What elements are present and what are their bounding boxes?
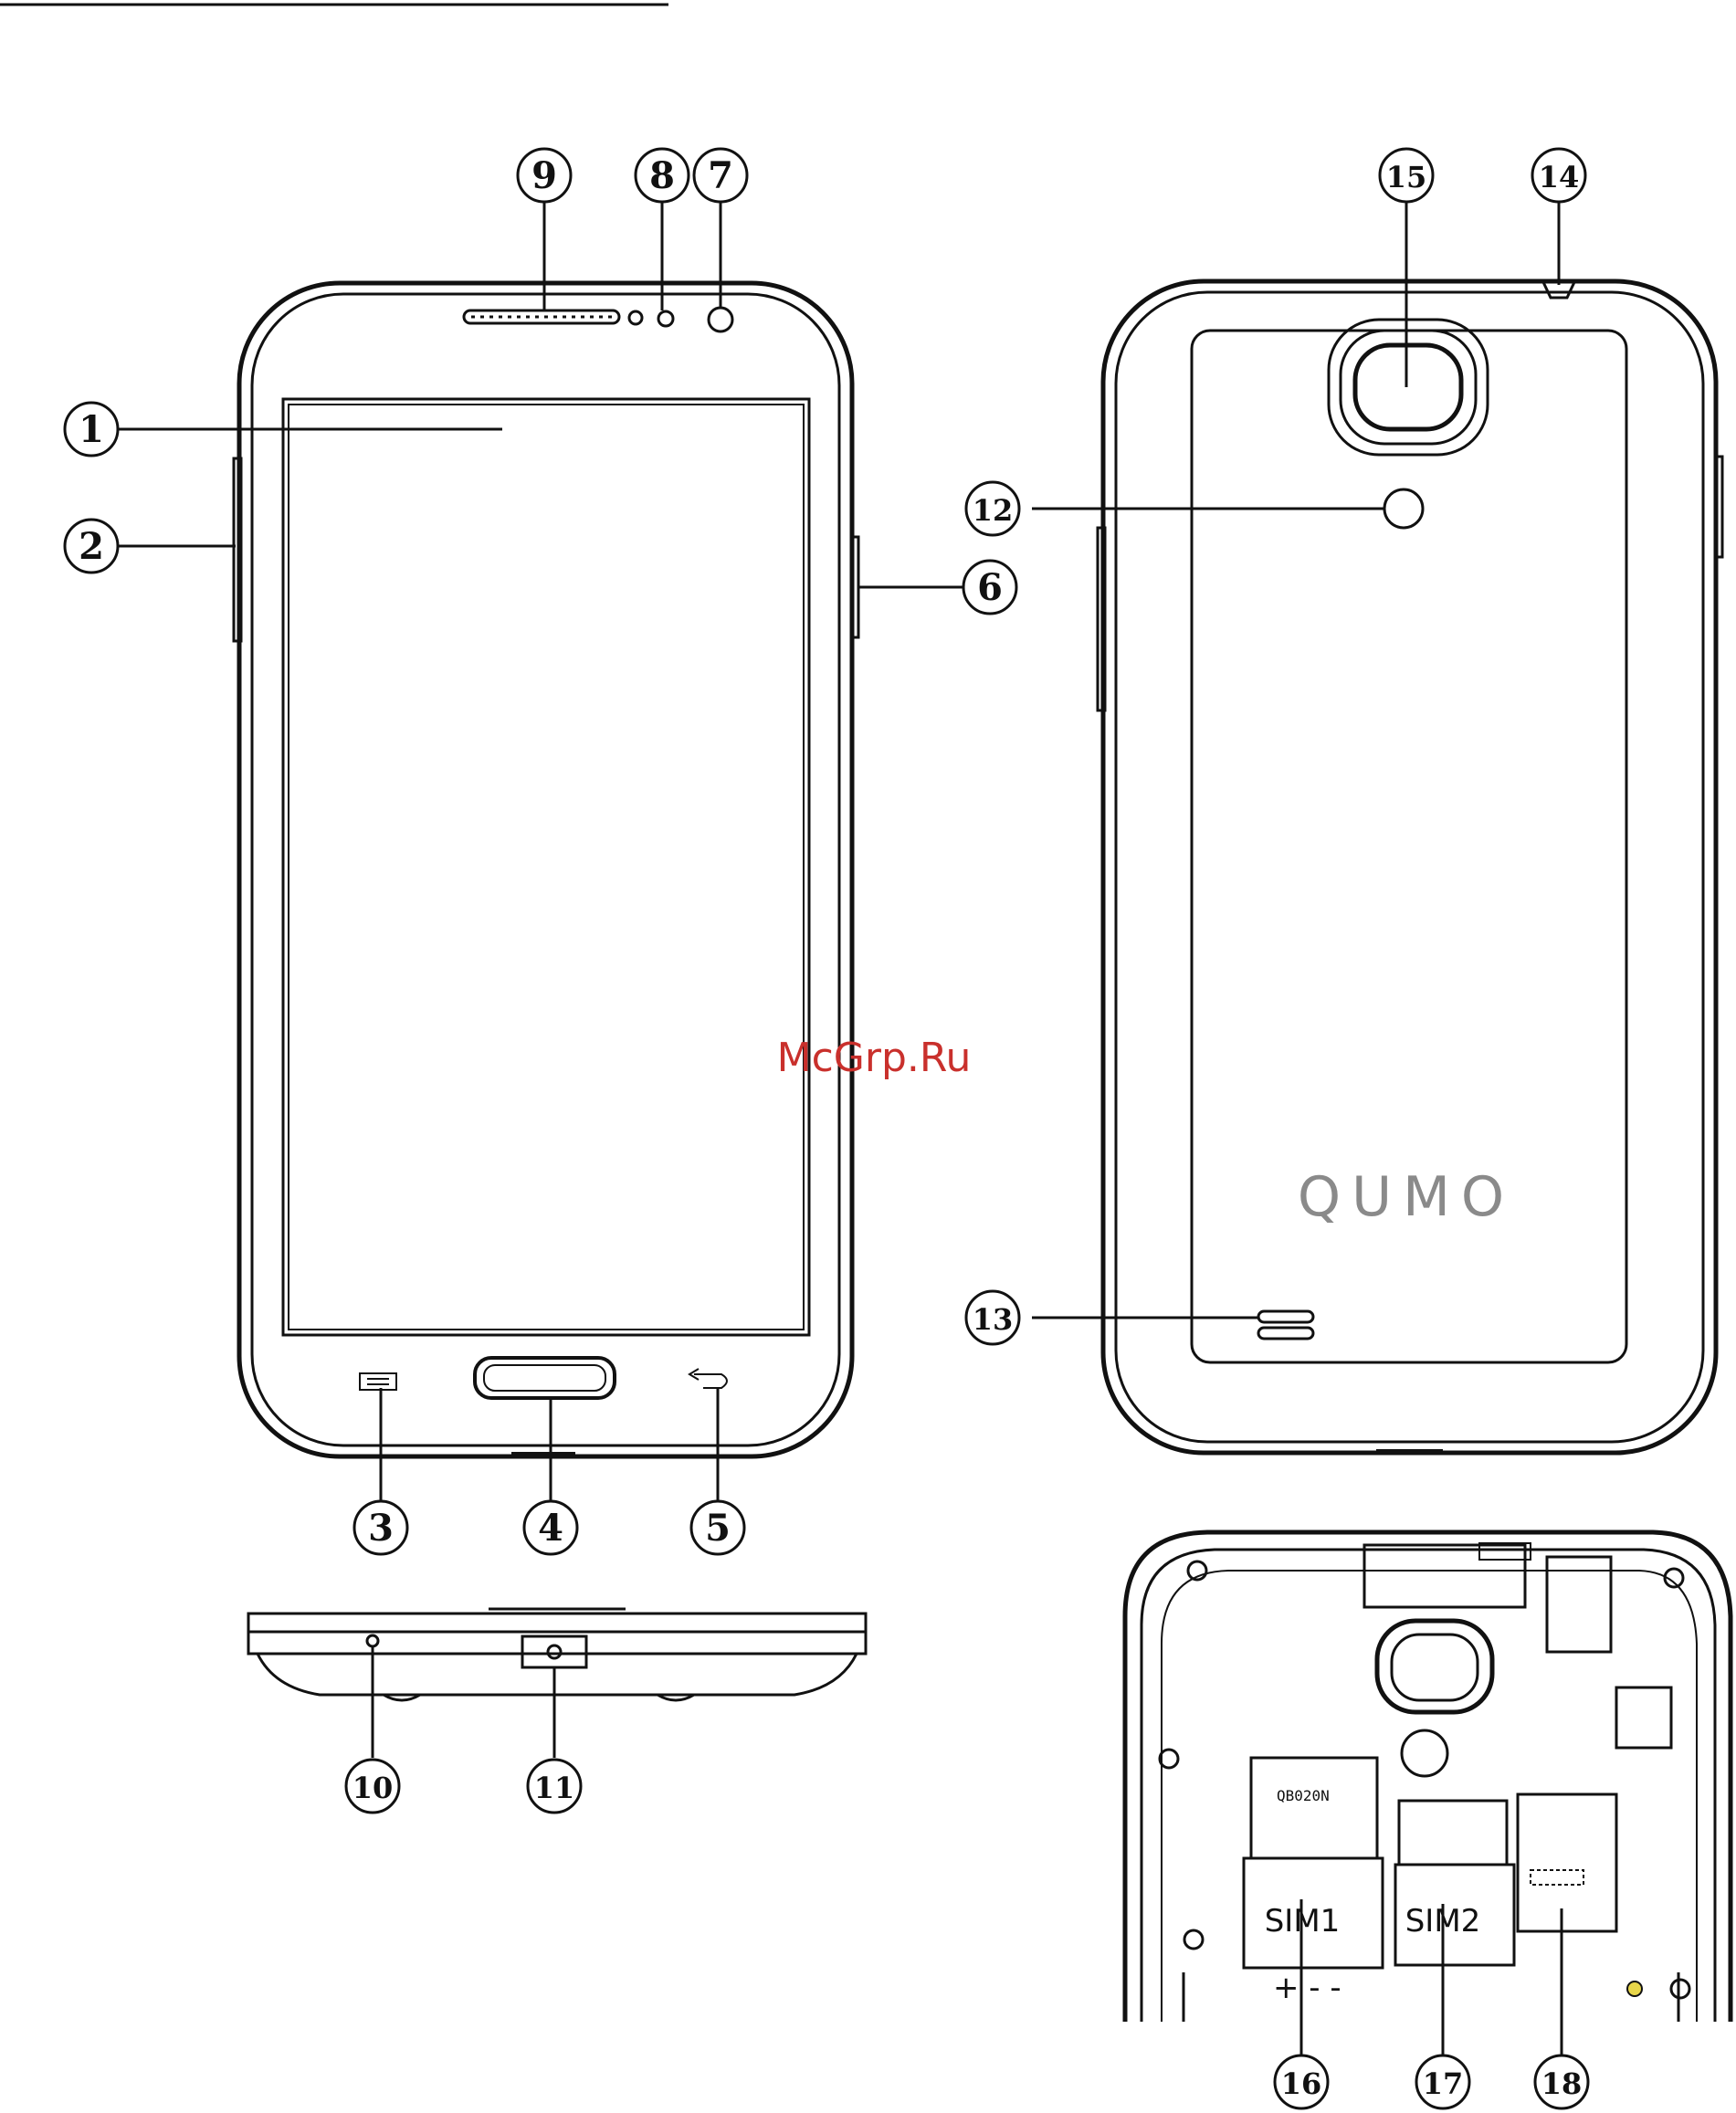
svg-text:14: 14 [1539,160,1580,194]
proximity-sensor [658,311,673,326]
usb-port [548,1645,561,1658]
front-screen-inner [289,405,804,1330]
brand-logo: QUMO [1298,1165,1515,1229]
svg-text:5: 5 [705,1507,731,1550]
svg-text:7: 7 [708,154,733,197]
callout-18: 18 [1535,2055,1588,2108]
home-button [475,1358,615,1398]
earpiece-speaker [464,310,619,323]
svg-text:1: 1 [79,408,104,451]
svg-text:11: 11 [534,1771,575,1805]
polarity-marks: + - - [1273,1970,1341,2006]
callout-10: 10 [346,1760,399,1813]
svg-text:2: 2 [79,525,104,568]
rear-camera-bezel [1329,320,1488,455]
phone-front-view [234,283,858,1456]
bottom-edge-top [248,1614,866,1632]
memory-card-slot [1518,1794,1616,1931]
svg-text:10: 10 [352,1771,394,1805]
power-button [851,537,858,637]
back-body-inner [1116,292,1703,1442]
phone-back-view: QUMO [1098,281,1722,1453]
svg-text:12: 12 [973,493,1014,528]
callout-14: 14 [1532,149,1585,202]
phone-bottom-edge-view [248,1609,866,1700]
callout-11: 11 [528,1760,581,1813]
phone-internal-view: QB020N SIM1 SIM2 + - - [1125,1532,1731,2022]
flash [1384,489,1423,528]
back-body-outer [1103,281,1716,1453]
light-sensor [629,311,642,324]
callout-1: 1 [65,403,118,456]
usb-port-housing [522,1636,586,1667]
callout-3: 3 [354,1501,407,1554]
callout-17: 17 [1416,2055,1469,2108]
svg-text:18: 18 [1541,2066,1583,2101]
svg-text:17: 17 [1423,2066,1464,2101]
callout-4: 4 [524,1501,577,1554]
callout-9: 9 [518,149,571,202]
callout-5: 5 [691,1501,744,1554]
svg-text:15: 15 [1386,160,1427,194]
svg-text:6: 6 [977,566,1003,609]
svg-text:16: 16 [1281,2066,1322,2101]
front-body-inner [252,294,839,1445]
svg-text:3: 3 [368,1507,394,1550]
svg-text:QB020N: QB020N [1277,1787,1330,1804]
callout-12: 12 [966,482,1019,535]
svg-text:8: 8 [649,154,675,197]
svg-text:9: 9 [531,154,557,197]
rear-camera [1355,345,1461,429]
svg-text:4: 4 [538,1507,563,1550]
callout-16: 16 [1275,2055,1328,2108]
rear-speaker [1258,1311,1313,1322]
back-key-icon [694,1374,727,1388]
menu-key-icon [360,1373,396,1390]
callout-8: 8 [636,149,689,202]
front-camera [709,308,732,331]
callout-7: 7 [694,149,747,202]
svg-text:13: 13 [973,1302,1014,1337]
callout-13: 13 [966,1291,1019,1344]
microphone-hole [367,1635,378,1646]
watermark: McGrp.Ru [777,1035,972,1081]
callout-15: 15 [1380,149,1433,202]
front-screen-outline [283,399,809,1335]
front-body-outer [239,283,852,1456]
callout-6: 6 [963,561,1016,614]
callout-2: 2 [65,520,118,573]
